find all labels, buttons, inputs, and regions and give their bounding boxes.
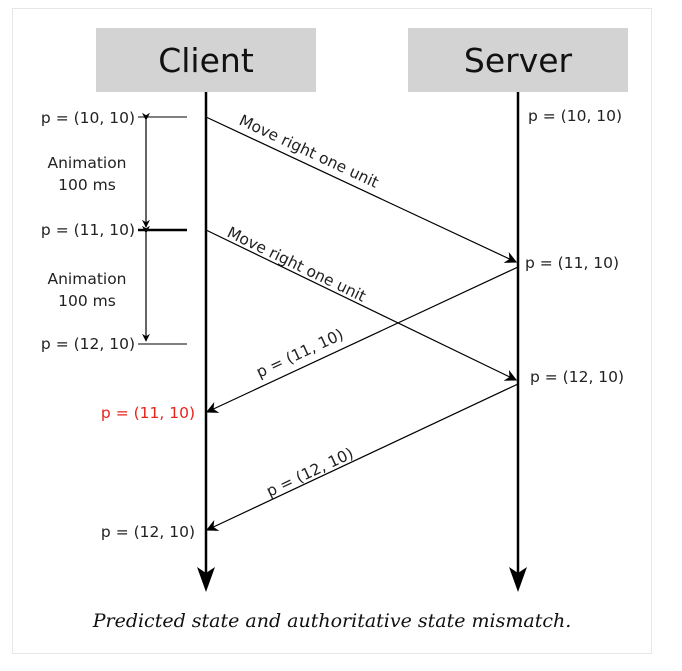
figure-caption: Predicted state and authoritative state …: [92, 610, 572, 632]
client-header-label: Client: [158, 41, 254, 80]
client-state-2: p = (11, 10): [41, 221, 135, 239]
server-header-label: Server: [464, 41, 573, 80]
message-label-reply-2: p = (12, 10): [263, 444, 356, 500]
server-header-box: [408, 28, 628, 92]
client-header-box: [96, 28, 316, 92]
animation-label-1-line1: Animation: [47, 154, 126, 172]
server-state-2: p = (11, 10): [525, 254, 619, 272]
server-lifeline-arrowhead: [509, 567, 527, 592]
message-arrow-move-1: [205, 116, 518, 263]
server-state-1: p = (10, 10): [528, 107, 622, 125]
message-arrow-move-2: [205, 229, 518, 381]
final-client-state-label: p = (12, 10): [101, 523, 195, 541]
message-label-move-2: Move right one unit: [224, 223, 368, 305]
animation-label-1-line2: 100 ms: [58, 176, 116, 194]
client-lifeline-arrowhead: [197, 567, 215, 592]
client-state-1: p = (10, 10): [41, 109, 135, 127]
server-state-3: p = (12, 10): [530, 368, 624, 386]
mismatch-state-label: p = (11, 10): [101, 404, 195, 422]
client-state-3: p = (12, 10): [41, 335, 135, 353]
message-label-move-1: Move right one unit: [236, 111, 381, 191]
message-arrow-reply-1: [205, 266, 519, 413]
animation-label-2-line2: 100 ms: [58, 292, 116, 310]
animation-label-2-line1: Animation: [47, 270, 126, 288]
figure-frame: [12, 8, 652, 654]
message-arrow-reply-2: [205, 383, 519, 531]
